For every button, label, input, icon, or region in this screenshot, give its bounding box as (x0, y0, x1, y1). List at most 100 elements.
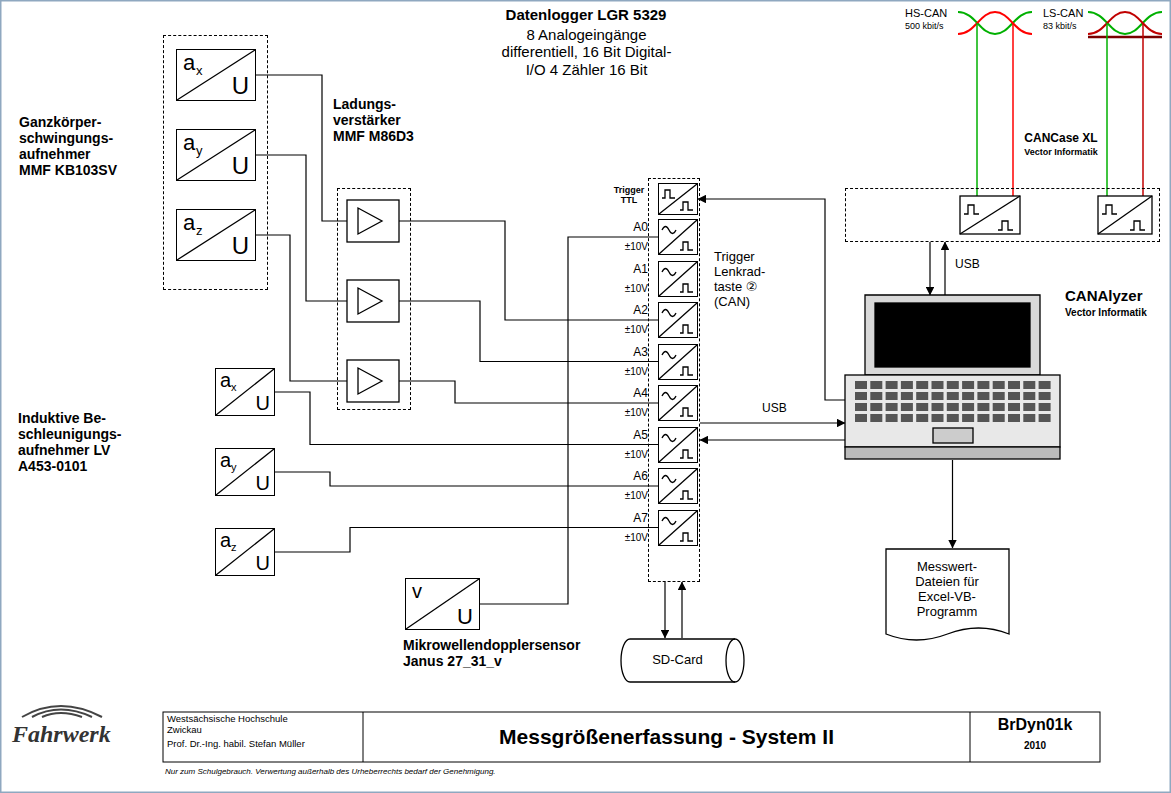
charge-amplifier (347, 200, 399, 402)
connector (930, 242, 945, 295)
drawing-title: Messgrößenerfassung - System II (365, 725, 968, 749)
accelerometer: ayU (176, 129, 256, 181)
input-range: ±10V (618, 532, 648, 544)
bus-name: LS-CAN (1043, 7, 1083, 20)
accelerometer: ayU (215, 448, 275, 496)
vendor-name: Vector Informatik (1065, 307, 1147, 319)
sensor-group: Ganzkörper- schwingungs- aufnehmer MMF K… (163, 35, 268, 290)
adc-channel-outline (659, 469, 697, 503)
channel-name: A2 (618, 304, 648, 318)
channel-name: A3 (618, 346, 648, 360)
voltage-symbol: U (256, 472, 270, 495)
axis-subscript: z (231, 541, 237, 554)
can-bus-lines (958, 12, 1162, 196)
connector (700, 423, 845, 440)
software-name: CANAlyzer (1065, 287, 1143, 304)
connector-line (275, 528, 658, 553)
input-range: ±10V (618, 449, 648, 461)
input-range: ±10V (618, 283, 648, 295)
voltage-symbol: U (256, 552, 270, 575)
adc-channel: A4±10V (658, 385, 698, 421)
connector-line (681, 582, 682, 638)
adc-channel: A6±10V (658, 468, 698, 504)
storage-name: SD-Card (630, 653, 725, 668)
channel-name: A5 (618, 429, 648, 443)
accelerometer: azU (215, 528, 275, 576)
connector (256, 155, 658, 362)
connector (665, 582, 682, 638)
input-name: Trigger TTL (611, 185, 647, 206)
group-heading: Ganzkörper- schwingungs- aufnehmer MMF K… (19, 114, 123, 178)
voltage-symbol: U (232, 232, 249, 260)
connector (480, 237, 658, 604)
adc-channel-outline (659, 386, 697, 420)
doppler-sensor: vUMikrowellendopplersensor Janus 27_31_v (405, 578, 480, 630)
connector-line (275, 472, 658, 486)
connector-line (480, 237, 658, 604)
connector (698, 199, 845, 400)
laptop: CANAlyzerVector Informatik (845, 295, 1060, 460)
channel-name: A1 (618, 263, 648, 277)
input-range: ±10V (618, 324, 648, 336)
output-file: Messwert- Dateien für Excel-VB- Programm (885, 548, 1010, 648)
bus-bitrate: 500 kbit/s (905, 21, 944, 31)
adc-channel-outline (659, 428, 697, 462)
connector (256, 235, 658, 403)
sensor-name: Mikrowellendopplersensor Janus 27_31_v (403, 637, 618, 669)
edge-label: USB (760, 402, 789, 416)
input-range: ±10V (618, 407, 648, 419)
device-spec: 8 Analogeingänge differentiell, 16 Bit D… (499, 26, 674, 78)
axis-subscript: z (196, 224, 203, 239)
quantity-symbol: a (183, 210, 195, 235)
input-range: ±10V (618, 241, 648, 253)
sd-card: SD-Card (620, 638, 745, 683)
author: Prof. Dr.-Ing. habil. Stefan Müller (167, 739, 305, 750)
year: 2010 (972, 740, 1098, 752)
connector-line (929, 242, 930, 295)
connector-line (256, 155, 658, 362)
vendor-name: Vector Informatik (1021, 147, 1101, 157)
institution: Westsächsische Hochschule Zwickau (167, 714, 302, 736)
accelerometer: axU (176, 49, 256, 101)
datalogger: Datenlogger LGR 53298 Analogeingänge dif… (648, 178, 700, 582)
connector-line (256, 235, 658, 403)
voltage-symbol: U (232, 72, 249, 100)
axis-subscript: x (196, 64, 203, 79)
adc-channel-outline (659, 345, 697, 379)
connector-line (664, 582, 665, 638)
adc-channel-outline (659, 303, 697, 337)
axis-subscript: y (196, 144, 203, 159)
accelerometer: axU (215, 368, 275, 416)
edge-label: Trigger Lenkrad- taste ② (CAN) (712, 250, 788, 310)
quantity-symbol: a (220, 449, 231, 472)
connector (256, 75, 658, 320)
adc-channel: A1±10V (658, 261, 698, 297)
group-heading: Ladungs- verstärker MMF M86D3 (333, 96, 428, 144)
usage-note: Nur zum Schulgebrauch. Verwertung außerh… (165, 767, 496, 776)
connector-line (700, 439, 845, 440)
voltage-symbol: U (256, 392, 270, 415)
bus-bitrate: 83 kbit/s (1043, 21, 1077, 31)
adc-channel-outline (659, 511, 697, 545)
connector-line (275, 392, 658, 445)
adc-channel-outline (659, 262, 697, 296)
connector (275, 472, 658, 486)
connector (275, 528, 658, 553)
voltage-symbol: U (232, 152, 249, 180)
connector-line (952, 460, 953, 548)
adc-channel: A0±10V (658, 219, 698, 255)
connector-line (700, 422, 845, 423)
trigger-input: Trigger TTL (658, 183, 698, 215)
input-range: ±10V (618, 490, 648, 502)
axis-subscript: x (231, 381, 237, 394)
device-heading: CANCase XL (1021, 132, 1101, 146)
adc-channel-outline (659, 220, 697, 254)
bus-name: HS-CAN (905, 7, 947, 20)
channel-name: A4 (618, 387, 648, 401)
laptop-outline (845, 295, 1060, 460)
axis-subscript: y (231, 461, 237, 474)
adc-channel: A3±10V (658, 344, 698, 380)
can-transceiver (960, 196, 1152, 234)
sensor-group-label: Induktive Be- schleunigungs- aufnehmer L… (18, 410, 130, 474)
